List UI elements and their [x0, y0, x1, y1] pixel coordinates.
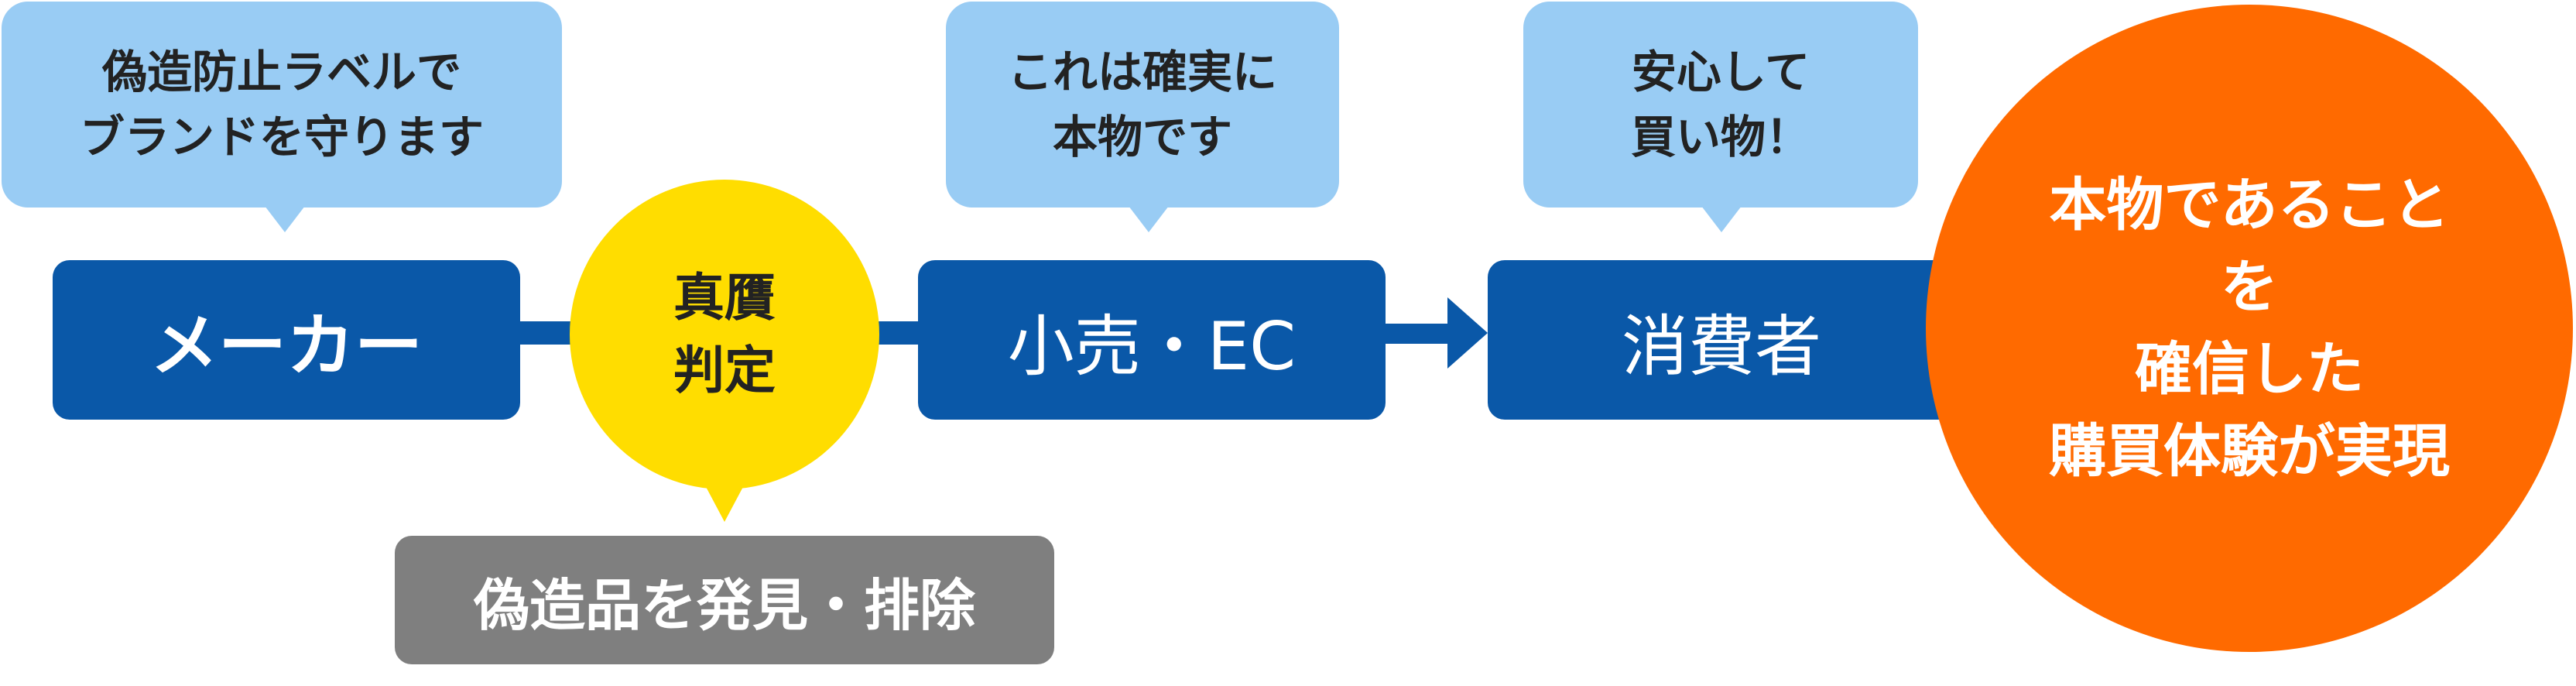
maker-speech-bubble: 偽造防止ラベルで ブランドを守ります — [2, 2, 562, 232]
flow-arrowhead — [1447, 297, 1488, 369]
result-line-1: 本物であること — [2049, 172, 2450, 238]
consumer-bubble-tail — [1701, 206, 1742, 232]
retail-bubble-tail — [1129, 206, 1169, 232]
retail-speech-bubble: これは確実に 本物です — [946, 2, 1339, 232]
maker-node-label: メーカー — [149, 305, 423, 386]
maker-bubble-line-1: 偽造防止ラベルで — [101, 46, 461, 98]
result-line-2: を — [2221, 254, 2278, 321]
consumer-node: 消費者 — [1488, 260, 1955, 420]
maker-node: メーカー — [53, 260, 520, 420]
retail-node-label: 小売・EC — [1007, 307, 1297, 386]
retail-node: 小売・EC — [918, 260, 1386, 420]
counterfeit-detection-label: 偽造品を発見・排除 — [473, 572, 975, 638]
consumer-speech-bubble: 安心して 買い物！ — [1523, 2, 1918, 232]
verification-line-2: 判定 — [673, 341, 776, 400]
verification-circle: 真贋 判定 — [570, 180, 879, 489]
result-line-4: 購買体験が実現 — [2049, 418, 2450, 485]
counterfeit-detection-box: 偽造品を発見・排除 — [395, 536, 1054, 664]
consumer-bubble-line-2: 買い物！ — [1630, 111, 1810, 163]
retail-bubble-line-2: 本物です — [1052, 111, 1232, 163]
result-circle: 本物であること を 確信した 購買体験が実現 — [1926, 5, 2573, 652]
connector-retail-consumer — [1378, 324, 1449, 344]
consumer-bubble-line-1: 安心して — [1631, 46, 1810, 98]
retail-bubble-line-1: これは確実に — [1007, 46, 1277, 98]
maker-bubble-tail — [265, 206, 305, 232]
verification-line-1: 真贋 — [673, 268, 776, 328]
maker-bubble-line-2: ブランドを守ります — [79, 111, 484, 163]
result-line-3: 確信した — [2135, 336, 2364, 403]
consumer-node-label: 消費者 — [1622, 307, 1821, 386]
